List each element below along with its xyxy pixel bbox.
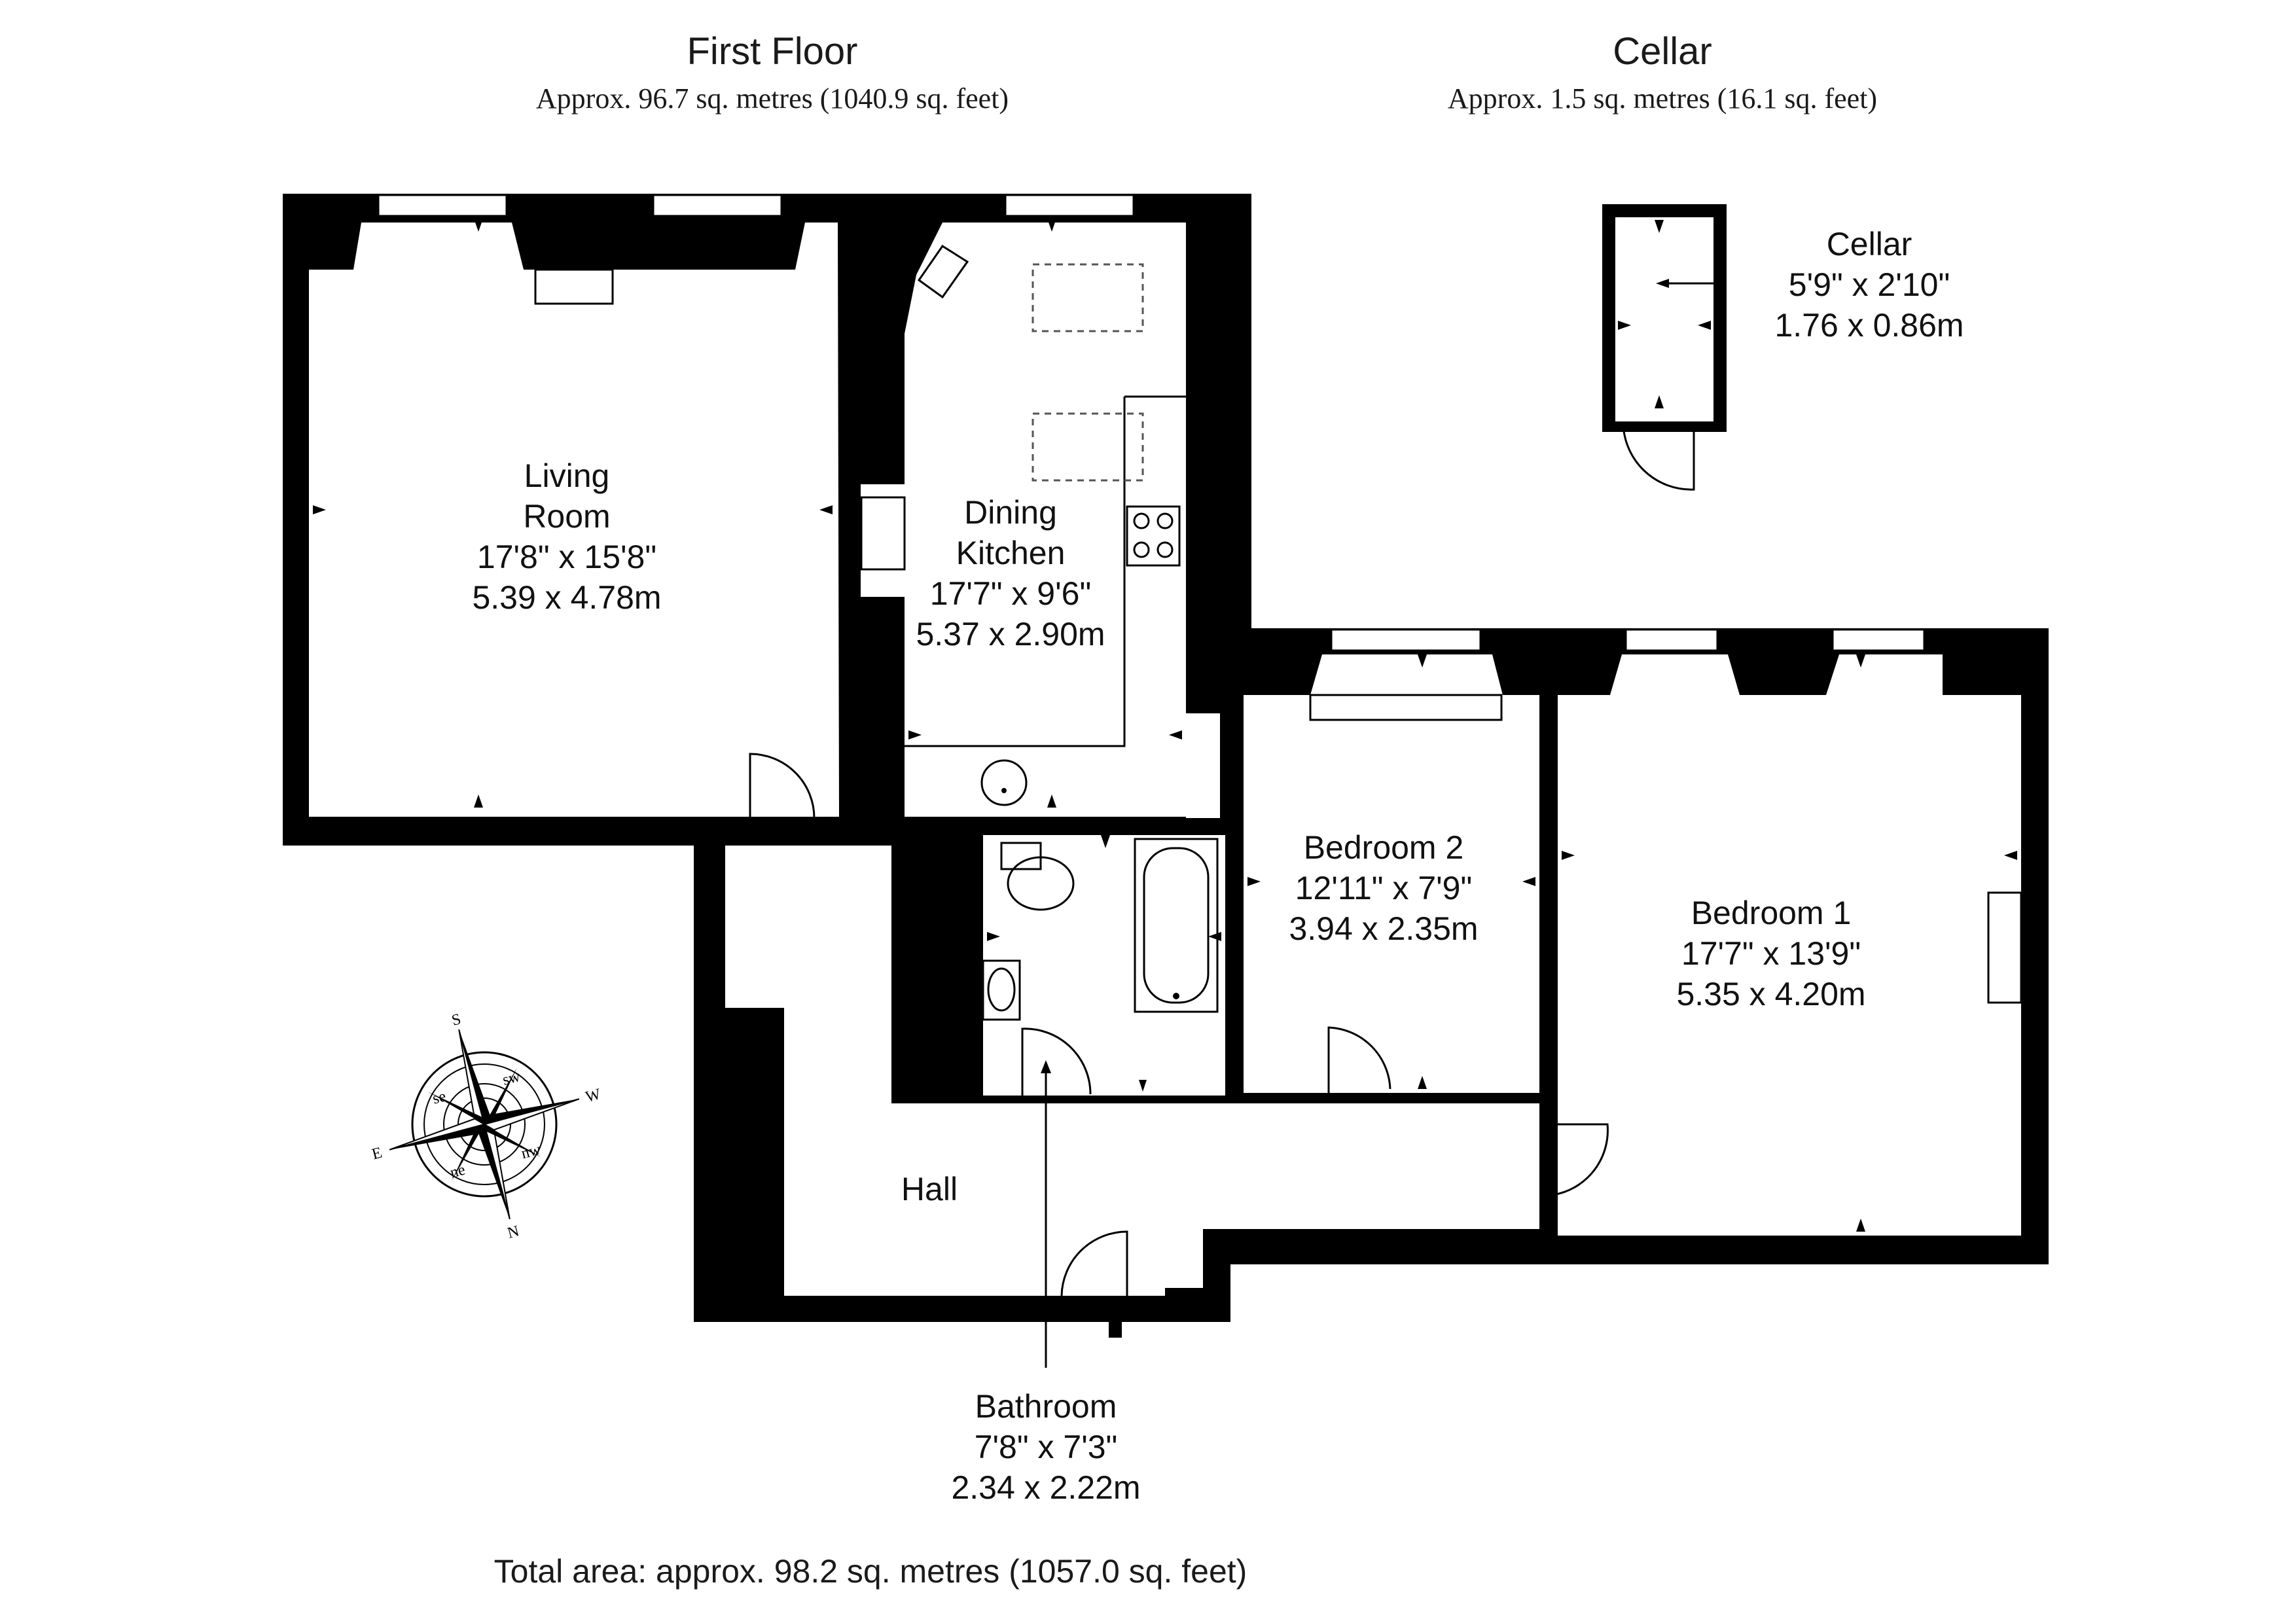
svg-text:12'11" x 7'9": 12'11" x 7'9" <box>1295 870 1473 906</box>
label-hall: Hall <box>901 1171 958 1207</box>
fixtures <box>534 244 2022 1021</box>
windows <box>377 194 1926 652</box>
svg-text:Bathroom: Bathroom <box>975 1388 1117 1425</box>
svg-text:5.35 x 4.20m: 5.35 x 4.20m <box>1676 976 1865 1012</box>
doors <box>749 421 1695 1296</box>
svg-text:5'9" x 2'10": 5'9" x 2'10" <box>1789 266 1950 303</box>
svg-text:Room: Room <box>523 498 610 535</box>
label-bedroom-1: Bedroom 1 17'7" x 13'9" 5.35 x 4.20m <box>1676 895 1865 1012</box>
svg-text:1.76 x 0.86m: 1.76 x 0.86m <box>1774 307 1964 344</box>
svg-text:17'7" x 9'6": 17'7" x 9'6" <box>930 575 1091 612</box>
first-floor-title: First Floor <box>687 30 858 73</box>
compass-e: E <box>370 1145 384 1164</box>
label-dining-kitchen: Dining Kitchen 17'7" x 9'6" 5.37 x 2.90m <box>916 494 1105 652</box>
cellar-area: Approx. 1.5 sq. metres (16.1 sq. feet) <box>1448 82 1877 115</box>
svg-text:Living: Living <box>524 457 610 494</box>
svg-text:5.37 x 2.90m: 5.37 x 2.90m <box>916 616 1105 652</box>
svg-text:17'7" x 13'9": 17'7" x 13'9" <box>1681 935 1861 972</box>
compass-ne: ne <box>448 1162 467 1182</box>
svg-text:7'8" x 7'3": 7'8" x 7'3" <box>975 1429 1118 1465</box>
room-interiors <box>309 204 2021 1296</box>
compass-n: N <box>506 1222 521 1242</box>
compass-sw: sw <box>501 1068 522 1089</box>
label-bathroom: Bathroom 7'8" x 7'3" 2.34 x 2.22m <box>951 1388 1140 1506</box>
svg-text:5.39 x 4.78m: 5.39 x 4.78m <box>472 579 661 616</box>
cellar-title: Cellar <box>1613 30 1712 73</box>
compass-rose-icon: S N E W se sw ne nw <box>370 1010 603 1242</box>
label-bedroom-2: Bedroom 2 12'11" x 7'9" 3.94 x 2.35m <box>1289 829 1478 947</box>
svg-text:17'8" x 15'8": 17'8" x 15'8" <box>477 539 656 575</box>
svg-text:Dining: Dining <box>964 494 1057 531</box>
svg-text:2.34 x 2.22m: 2.34 x 2.22m <box>951 1469 1140 1506</box>
compass-nw: nw <box>520 1141 543 1162</box>
compass-s: S <box>450 1010 463 1029</box>
svg-text:3.94 x 2.35m: 3.94 x 2.35m <box>1289 910 1478 947</box>
total-area: Total area: approx. 98.2 sq. metres (105… <box>494 1553 1247 1590</box>
first-floor-area: Approx. 96.7 sq. metres (1040.9 sq. feet… <box>536 82 1009 115</box>
svg-text:Bedroom 2: Bedroom 2 <box>1304 829 1464 866</box>
svg-text:Bedroom 1: Bedroom 1 <box>1691 895 1852 931</box>
compass-w: W <box>584 1086 603 1106</box>
svg-text:Cellar: Cellar <box>1827 226 1912 262</box>
dimension-markers <box>313 219 2017 1368</box>
compass-se: se <box>431 1088 448 1107</box>
label-cellar: Cellar 5'9" x 2'10" 1.76 x 0.86m <box>1774 226 1964 344</box>
label-living-room: Living Room 17'8" x 15'8" 5.39 x 4.78m <box>472 457 661 616</box>
svg-text:Kitchen: Kitchen <box>956 535 1066 571</box>
